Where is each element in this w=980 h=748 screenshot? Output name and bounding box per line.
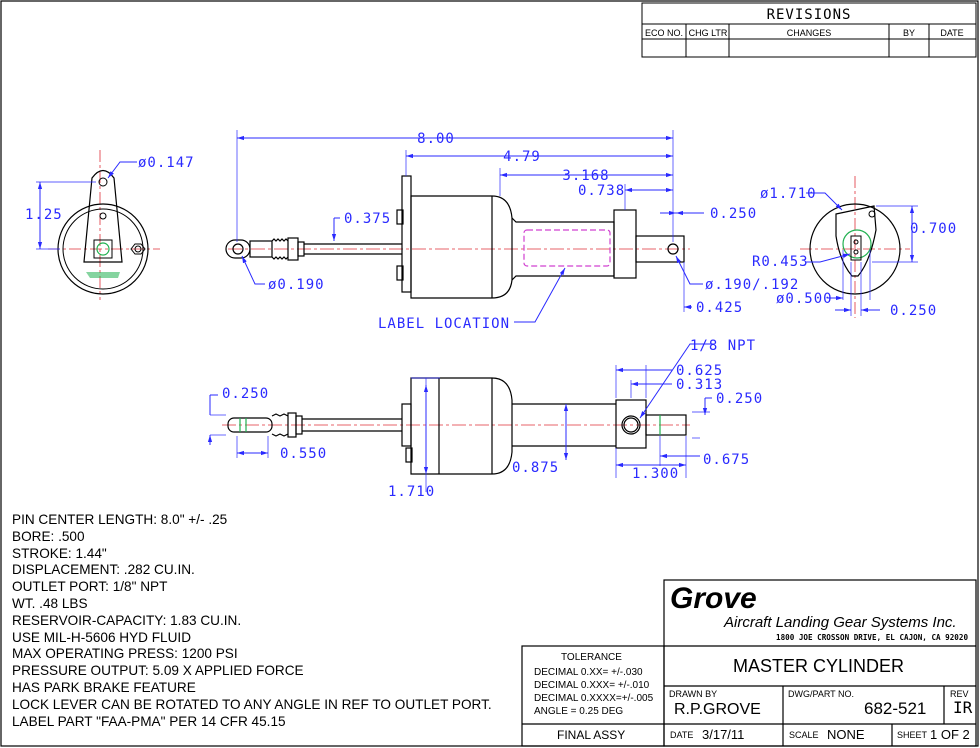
tolerance-title: TOLERANCE xyxy=(561,652,622,663)
dim-port-1300: 1.300 xyxy=(632,466,679,482)
scale-value: NONE xyxy=(827,727,865,742)
revisions-block xyxy=(641,2,977,58)
drawn-by-value: R.P.GROVE xyxy=(674,701,761,718)
dim-port-313: 0.313 xyxy=(676,377,723,393)
part-no-value: 682-521 xyxy=(864,699,927,718)
note-line: LABEL PART "FAA-PMA" PER 14 CFR 45.15 xyxy=(12,713,286,729)
sheet-label: SHEET xyxy=(897,730,928,740)
rev-label: REV xyxy=(950,689,969,699)
note-line: BORE: .500 xyxy=(12,528,85,544)
sheet-value: 1 OF 2 xyxy=(930,727,970,742)
final-assy: FINAL ASSY xyxy=(557,728,626,742)
rev-value: IR xyxy=(953,698,973,717)
rev-col-changes: CHANGES xyxy=(787,28,832,38)
dim-left-hole: ø0.147 xyxy=(138,155,195,171)
part-no-label: DWG/PART NO. xyxy=(788,689,855,699)
dim-eye-pin: ø0.190 xyxy=(268,277,325,293)
right-end-view xyxy=(800,176,910,318)
note-line: PIN CENTER LENGTH: 8.0" +/- .25 xyxy=(12,512,228,527)
note-line: STROKE: 1.44" xyxy=(12,545,107,561)
label-location: LABEL LOCATION xyxy=(378,316,510,332)
note-line: USE MIL-H-5606 HYD FLUID xyxy=(12,629,192,645)
dim-overall-length: 8.00 xyxy=(417,131,455,147)
dim-end-offset: 0.425 xyxy=(696,300,743,316)
dim-eye-offset: 0.375 xyxy=(344,211,391,227)
company-logo: Grove xyxy=(670,582,757,615)
specification-notes: PIN CENTER LENGTH: 8.0" +/- .25 BORE: .5… xyxy=(12,512,492,730)
dim-rod-250: 0.250 xyxy=(222,386,269,402)
note-line: DISPLACEMENT: .282 CU.IN. xyxy=(12,562,195,578)
note-line: RESERVOIR-CAPACITY: 1.83 CU.IN. xyxy=(12,612,242,628)
company-address: 1800 JOE CROSSON DRIVE, EL CAJON, CA 920… xyxy=(776,633,969,642)
tolerance-line: DECIMAL 0.XXX= +/-.010 xyxy=(534,680,650,691)
drawn-by-label: DRAWN BY xyxy=(669,689,718,699)
tolerance-line: DECIMAL 0.XX= +/-.030 xyxy=(534,667,643,678)
dim-port-offset: 0.738 xyxy=(578,183,625,199)
dim-right-height: 0.700 xyxy=(910,221,957,237)
side-view xyxy=(225,175,690,299)
left-end-view xyxy=(48,150,160,300)
dim-flange-width: 0.250 xyxy=(710,206,757,222)
rev-col-eco: ECO NO. xyxy=(645,28,683,38)
note-line: LOCK LEVER CAN BE ROTATED TO ANY ANGLE I… xyxy=(12,696,492,712)
dim-to-body: 4.79 xyxy=(503,149,541,165)
note-line: OUTLET PORT: 1/8" NPT xyxy=(12,579,168,595)
dim-npt: 1/8 NPT xyxy=(690,338,756,354)
company-full-name: Aircraft Landing Gear Systems Inc. xyxy=(724,614,957,631)
dim-outlet-hole: ø.190/.192 xyxy=(705,277,799,293)
note-line: HAS PARK BRAKE FEATURE xyxy=(12,679,196,695)
drawing-title: MASTER CYLINDER xyxy=(733,656,905,676)
dim-port-250: 0.250 xyxy=(716,391,763,407)
tolerance-line: ANGLE = 0.25 DEG xyxy=(534,706,624,717)
dim-right-width: 0.250 xyxy=(890,303,937,319)
rev-col-date: DATE xyxy=(940,28,963,38)
dim-right-bore: ø0.500 xyxy=(776,291,833,307)
revisions-title: REVISIONS xyxy=(767,7,852,23)
bottom-view xyxy=(222,377,690,475)
dim-rod-550: 0.550 xyxy=(280,446,327,462)
rev-col-by: BY xyxy=(903,28,915,38)
dim-body-1710: 1.710 xyxy=(388,484,435,500)
dim-right-radius: R0.453 xyxy=(752,254,809,270)
scale-label: SCALE xyxy=(789,730,819,740)
note-line: WT. .48 LBS xyxy=(12,595,88,611)
rev-col-chg: CHG LTR xyxy=(689,28,728,38)
title-block xyxy=(521,579,977,747)
note-line: PRESSURE OUTPUT: 5.09 X APPLIED FORCE xyxy=(12,663,304,679)
dim-left-height: 1.25 xyxy=(25,207,63,223)
date-value: 3/17/11 xyxy=(702,727,745,742)
dim-to-port: 3.168 xyxy=(562,168,609,184)
note-line: MAX OPERATING PRESS: 1200 PSI xyxy=(12,646,238,662)
dim-port-625: 0.625 xyxy=(676,363,723,379)
dim-port-675: 0.675 xyxy=(703,452,750,468)
dim-body-875: 0.875 xyxy=(512,460,559,476)
tolerance-line: DECIMAL 0.XXXX=+/-.005 xyxy=(534,693,654,704)
dim-right-diameter: ø1.710 xyxy=(760,186,817,202)
date-label: DATE xyxy=(670,730,694,740)
